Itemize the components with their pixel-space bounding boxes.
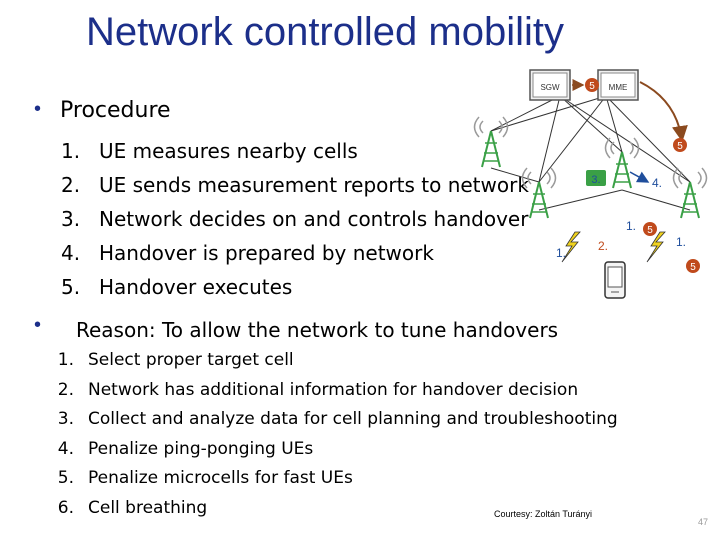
step-1-mid-label: 1. — [626, 219, 636, 233]
bullet-procedure: • — [34, 98, 42, 120]
procedure-item-5: 5.Handover executes — [61, 275, 293, 299]
lightning-right-icon — [646, 231, 666, 263]
reason-item-2: 2.Network has additional information for… — [57, 379, 579, 400]
tower-center-icon — [604, 137, 640, 189]
procedure-item-3: 3.Network decides on and controls handov… — [61, 207, 529, 231]
procedure-heading: Procedure — [60, 98, 171, 123]
step-4-arrow — [629, 171, 650, 183]
step-5-right-badge: 5 — [673, 138, 687, 152]
step-5-top-badge: 5 — [572, 78, 599, 92]
step-5-bottom-label: 5 — [690, 262, 696, 273]
reason-item-3: 3.Collect and analyze data for cell plan… — [57, 409, 618, 429]
procedure-item-1: 1.UE measures nearby cells — [61, 139, 358, 163]
step-2-label: 2. — [598, 239, 608, 253]
phone-icon — [604, 261, 626, 299]
procedure-item-2: 2.UE sends measurement reports to networ… — [61, 173, 529, 197]
reason-list: 1.Select proper target cell 2.Network ha… — [36, 346, 618, 523]
step-5-bottom-badge: 5 — [686, 259, 700, 273]
step-5-top-label: 5 — [589, 81, 595, 92]
reason-item-4: 4.Penalize ping-ponging UEs — [57, 438, 314, 459]
sgw-node: SGW — [529, 69, 571, 101]
step-3-badge: 3. — [586, 170, 606, 186]
sgw-label: SGW — [540, 83, 560, 92]
step-3-label: 3. — [591, 174, 600, 186]
procedure-item-4: 4.Handover is prepared by network — [61, 241, 434, 265]
slide-title: Network controlled mobility — [86, 10, 564, 54]
step-5-right-label: 5 — [677, 141, 683, 152]
step-1-right-label: 1. — [676, 235, 686, 249]
page-number: 47 — [698, 517, 709, 527]
procedure-list: 1.UE measures nearby cells 2.UE sends me… — [61, 134, 529, 304]
reason-item-5: 5.Penalize microcells for fast UEs — [57, 468, 353, 488]
reason-item-1: 1.Select proper target cell — [57, 350, 294, 370]
bullet-reason: • — [34, 314, 42, 336]
mme-node: MME — [597, 69, 639, 101]
tower-right-icon — [672, 167, 708, 219]
reason-heading: Reason: To allow the network to tune han… — [76, 318, 559, 342]
courtesy-note: Courtesy: Zoltán Turányi — [494, 509, 593, 519]
step-1-left-label: 1. — [556, 246, 566, 260]
step-5-mid-label: 5 — [647, 225, 653, 236]
step-5-mid-badge: 5 — [643, 222, 657, 236]
mme-arc-arrow — [639, 81, 688, 142]
reason-item-6: 6.Cell breathing — [57, 497, 208, 518]
lightning-left-icon — [561, 231, 581, 263]
mme-label: MME — [609, 83, 628, 92]
step-4-label: 4. — [652, 176, 662, 190]
